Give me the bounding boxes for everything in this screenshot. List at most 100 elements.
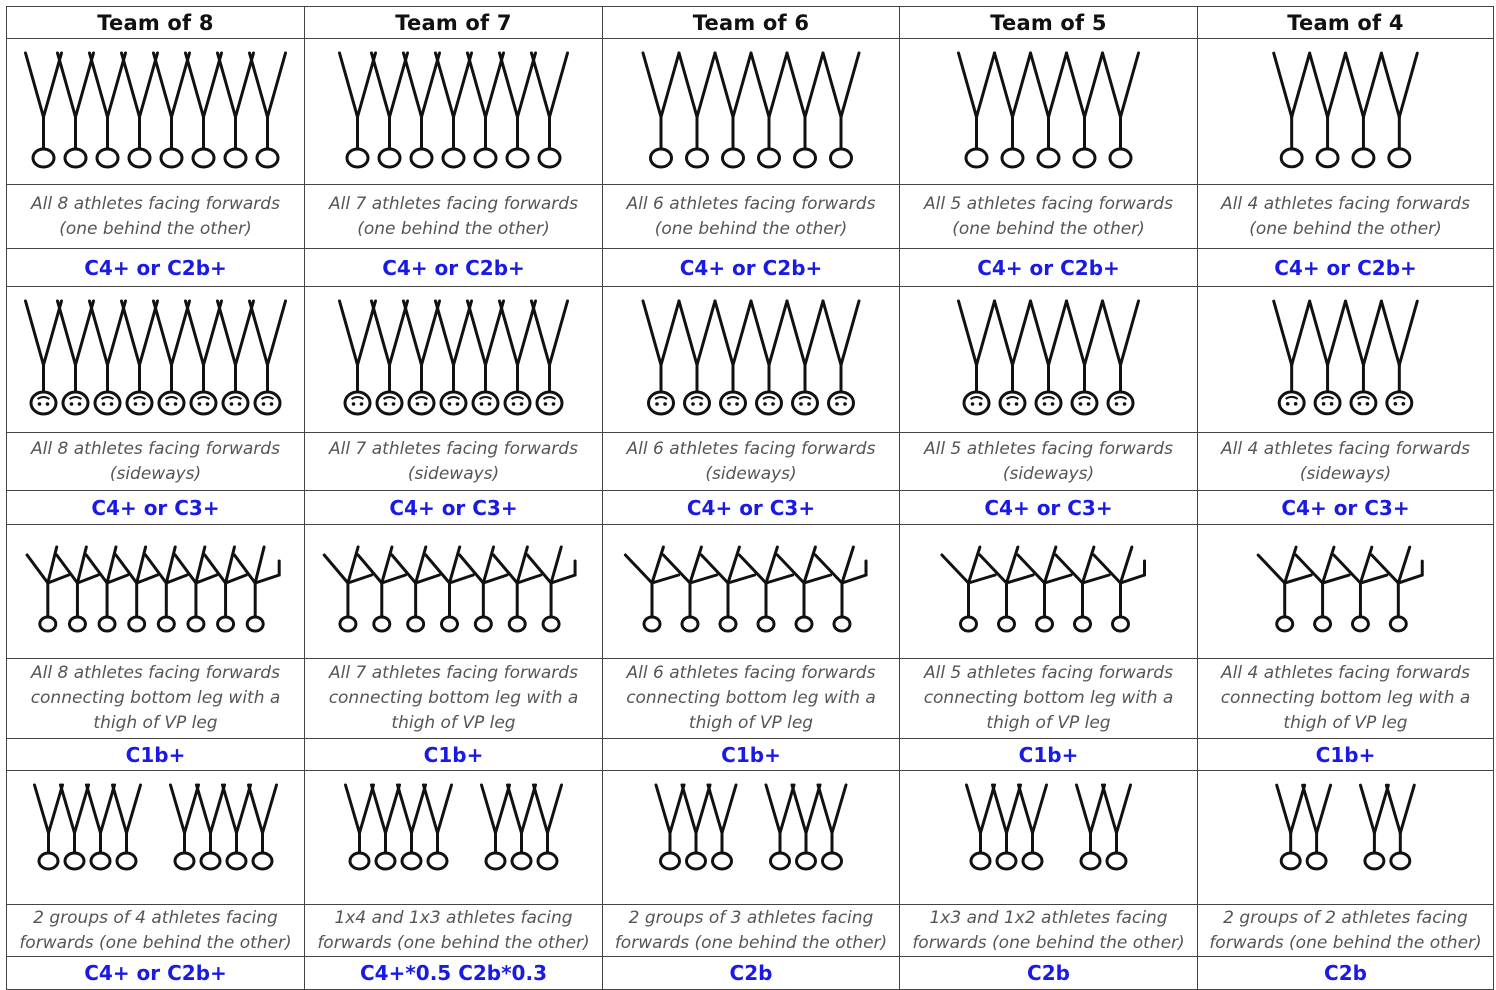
one-behind-diagram bbox=[305, 39, 602, 184]
formation-description: 2 groups of 4 athletes facing forwards (… bbox=[6, 904, 304, 956]
athlete-figure bbox=[1360, 785, 1388, 869]
column-header-text: Team of 7 bbox=[395, 11, 511, 35]
formation-cell bbox=[899, 38, 1197, 184]
athlete-figure bbox=[1056, 547, 1109, 631]
groups-diagram bbox=[7, 771, 304, 904]
athlete-figure bbox=[154, 53, 190, 167]
athlete-figure bbox=[823, 301, 859, 414]
difficulty-code-text: C4+ or C2b+ bbox=[977, 256, 1120, 280]
difficulty-code: C4+ or C2b+ bbox=[6, 956, 304, 990]
athlete-figure bbox=[113, 785, 141, 869]
sideways-diagram bbox=[603, 287, 899, 432]
athlete-figure bbox=[823, 53, 859, 167]
formation-cell bbox=[6, 38, 304, 184]
athlete-figure bbox=[532, 301, 568, 414]
formation-description-text: All 7 athletes facing forwards (sideways… bbox=[309, 437, 598, 487]
formation-description: 1x3 and 1x2 athletes facing forwards (on… bbox=[899, 904, 1197, 956]
difficulty-code-text: C2b bbox=[1324, 961, 1367, 985]
athlete-figure bbox=[980, 547, 1033, 631]
formation-description-text: All 8 athletes facing forwards connectin… bbox=[11, 661, 300, 736]
formation-cell bbox=[6, 286, 304, 432]
formation-description: 2 groups of 2 athletes facing forwards (… bbox=[1197, 904, 1494, 956]
formation-description-text: All 4 athletes facing forwards (one behi… bbox=[1202, 192, 1489, 242]
athlete-figure bbox=[1031, 301, 1067, 414]
column-header-text: Team of 8 bbox=[97, 11, 213, 35]
athlete-figure bbox=[398, 785, 426, 869]
formation-description-text: All 4 athletes facing forwards (sideways… bbox=[1202, 437, 1489, 487]
difficulty-code: C4+ or C2b+ bbox=[899, 248, 1197, 286]
difficulty-code-text: C4+ or C2b+ bbox=[84, 961, 227, 985]
formation-description: All 4 athletes facing forwards (one behi… bbox=[1197, 184, 1494, 248]
formation-description-text: All 5 athletes facing forwards (sideways… bbox=[904, 437, 1193, 487]
athlete-figure bbox=[643, 53, 679, 167]
difficulty-code-text: C1b+ bbox=[126, 743, 186, 767]
difficulty-code: C4+ or C3+ bbox=[899, 490, 1197, 524]
athlete-figure bbox=[1103, 301, 1139, 414]
difficulty-code: C4+ or C3+ bbox=[602, 490, 899, 524]
formation-cell bbox=[602, 770, 899, 904]
athlete-figure bbox=[508, 785, 536, 869]
athlete-figure bbox=[1310, 53, 1346, 167]
formation-cell bbox=[1197, 286, 1494, 432]
athlete-figure bbox=[218, 301, 254, 414]
column-header: Team of 4 bbox=[1197, 6, 1494, 38]
athlete-figure bbox=[959, 301, 995, 414]
difficulty-code: C1b+ bbox=[304, 738, 602, 770]
athlete-figure bbox=[436, 301, 472, 414]
difficulty-code: C4+ or C2b+ bbox=[1197, 248, 1494, 286]
athlete-figure bbox=[777, 547, 830, 631]
athlete-figure bbox=[35, 785, 63, 869]
formation-cell bbox=[1197, 770, 1494, 904]
one-behind-diagram bbox=[900, 39, 1197, 184]
athlete-figure bbox=[223, 785, 251, 869]
athlete-figure bbox=[197, 785, 225, 869]
difficulty-code: C4+ or C2b+ bbox=[6, 248, 304, 286]
athlete-figure bbox=[995, 53, 1031, 167]
difficulty-code-text: C2b bbox=[1027, 961, 1070, 985]
sideways-diagram bbox=[900, 287, 1197, 432]
athlete-figure bbox=[186, 53, 222, 167]
formation-description-text: 2 groups of 2 athletes facing forwards (… bbox=[1202, 906, 1489, 956]
athlete-figure bbox=[500, 301, 536, 414]
athlete-figure bbox=[1274, 53, 1310, 167]
groups-diagram bbox=[305, 771, 602, 904]
formation-cell bbox=[304, 38, 602, 184]
difficulty-code-text: C4+*0.5 C2b*0.3 bbox=[360, 961, 547, 985]
athlete-figure bbox=[358, 547, 405, 631]
athlete-figure bbox=[942, 547, 995, 631]
athlete-figure bbox=[656, 785, 684, 869]
formation-description-text: All 8 athletes facing forwards (one behi… bbox=[11, 192, 300, 242]
connected-diagram bbox=[7, 525, 304, 658]
athlete-figure bbox=[1067, 301, 1103, 414]
formation-description-text: All 4 athletes facing forwards connectin… bbox=[1202, 661, 1489, 736]
difficulty-code-text: C1b+ bbox=[1316, 743, 1376, 767]
difficulty-code-text: C4+ or C2b+ bbox=[680, 256, 823, 280]
athlete-figure bbox=[995, 301, 1031, 414]
athlete-figure bbox=[250, 301, 286, 414]
athlete-figure bbox=[494, 547, 541, 631]
athlete-figure bbox=[58, 301, 94, 414]
formation-description-text: All 7 athletes facing forwards connectin… bbox=[309, 661, 598, 736]
athlete-figure bbox=[340, 53, 376, 167]
athlete-figure bbox=[534, 785, 562, 869]
athlete-figure bbox=[625, 547, 678, 631]
difficulty-code-text: C4+ or C2b+ bbox=[84, 256, 227, 280]
athlete-figure bbox=[1031, 53, 1067, 167]
difficulty-code-text: C2b bbox=[730, 961, 773, 985]
athlete-figure bbox=[679, 301, 715, 414]
formation-cell bbox=[602, 38, 899, 184]
formation-cell bbox=[6, 770, 304, 904]
athlete-figure bbox=[715, 53, 751, 167]
formation-description: All 8 athletes facing forwards connectin… bbox=[6, 658, 304, 738]
column-header: Team of 6 bbox=[602, 6, 899, 38]
difficulty-code: C2b bbox=[899, 956, 1197, 990]
athlete-figure bbox=[58, 53, 94, 167]
formation-cell bbox=[1197, 524, 1494, 658]
athlete-figure bbox=[959, 53, 995, 167]
athlete-figure bbox=[250, 53, 286, 167]
athlete-figure bbox=[436, 53, 472, 167]
athlete-figure bbox=[1258, 547, 1311, 631]
formation-description: All 6 athletes facing forwards (one behi… bbox=[602, 184, 899, 248]
athlete-figure bbox=[1381, 301, 1417, 414]
formation-cell bbox=[899, 524, 1197, 658]
